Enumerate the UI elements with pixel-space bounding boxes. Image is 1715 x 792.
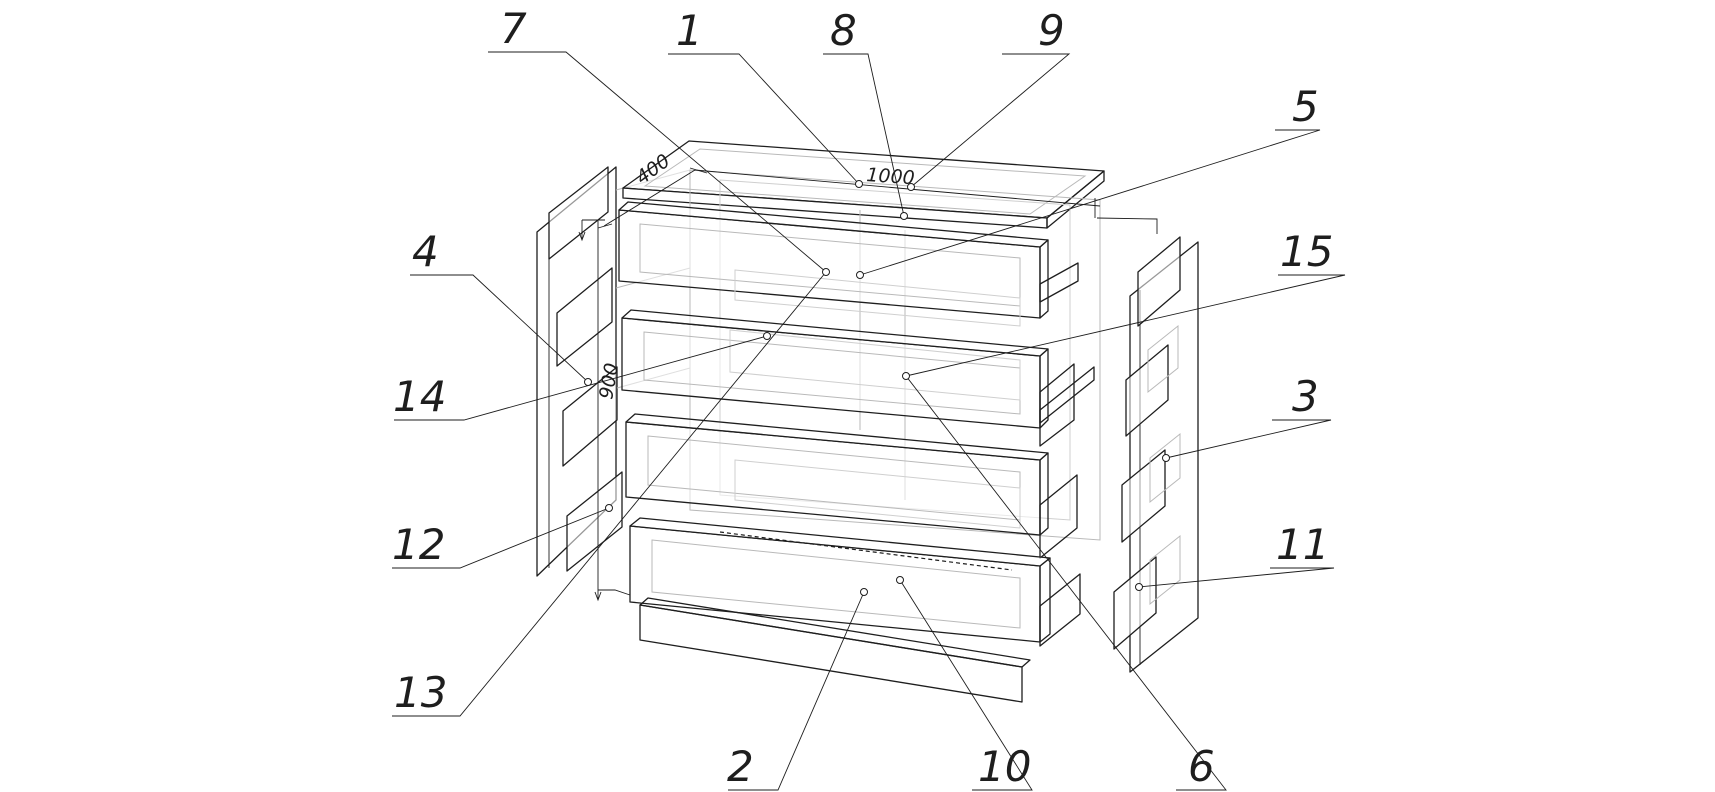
callout-label-3: 3 xyxy=(1292,372,1319,421)
point-11 xyxy=(1135,583,1143,591)
leader-endpoints xyxy=(584,180,1170,596)
point-14 xyxy=(763,332,771,340)
callout-label-12: 12 xyxy=(392,520,445,569)
callout-label-9: 9 xyxy=(1038,6,1065,55)
callout-label-5: 5 xyxy=(1292,82,1319,131)
point-7 xyxy=(822,268,830,276)
callout-label-14: 14 xyxy=(393,372,446,421)
right-side-panel-group xyxy=(1113,236,1199,673)
callout-label-2: 2 xyxy=(727,742,754,791)
drawer-4 xyxy=(629,517,1081,647)
callout-label-11: 11 xyxy=(1276,520,1329,569)
callout-label-8: 8 xyxy=(830,6,857,55)
drawer-3 xyxy=(625,413,1078,559)
plinth xyxy=(639,597,1031,703)
point-9 xyxy=(907,183,915,191)
leader-lines xyxy=(392,51,1346,791)
point-5 xyxy=(856,271,864,279)
callout-label-15: 15 xyxy=(1280,227,1333,276)
point-1 xyxy=(855,180,863,188)
callout-label-10: 10 xyxy=(978,742,1031,791)
callout-label-13: 13 xyxy=(394,668,447,717)
callout-label-1: 1 xyxy=(676,6,703,55)
callout-labels: 1 2 3 4 5 6 7 8 9 10 11 12 13 14 15 xyxy=(392,4,1333,791)
width-dimension-label: 1000 xyxy=(866,164,916,189)
point-2 xyxy=(860,588,868,596)
callout-label-6: 6 xyxy=(1188,742,1215,791)
point-8 xyxy=(900,212,908,220)
callout-label-4: 4 xyxy=(412,227,439,276)
point-10 xyxy=(896,576,904,584)
point-4 xyxy=(584,378,592,386)
point-3 xyxy=(1162,454,1170,462)
callout-label-7: 7 xyxy=(500,4,527,53)
drawer-2 xyxy=(621,309,1095,447)
point-12 xyxy=(605,504,613,512)
point-15 xyxy=(902,372,910,380)
drawer-1 xyxy=(618,201,1079,327)
